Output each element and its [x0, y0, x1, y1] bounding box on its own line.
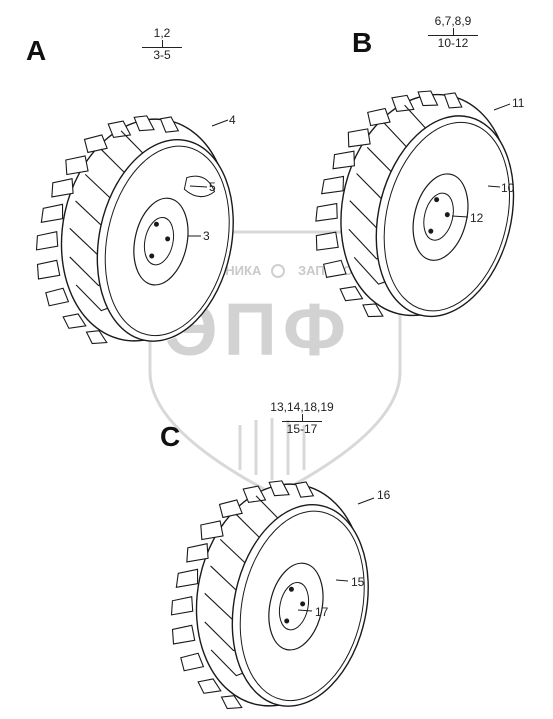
- group-c-fraction: 13,14,18,19 15-17: [262, 400, 342, 436]
- callout-11: 11: [512, 96, 525, 110]
- leader-lines: [188, 103, 511, 612]
- group-a-parts-top: 1,2: [153, 26, 171, 40]
- group-c-parts-top: 13,14,18,19: [270, 400, 334, 414]
- group-letter-c: C: [160, 421, 181, 452]
- tyre-b: [293, 66, 534, 344]
- callout-15: 15: [351, 575, 365, 589]
- group-a-fraction: 1,2 3-5: [142, 26, 182, 62]
- group-b-fraction: 6,7,8,9 10-12: [428, 14, 478, 50]
- callout-5: 5: [209, 180, 216, 194]
- group-a-parts-bottom: 3-5: [153, 48, 171, 62]
- group-letter-b: B: [352, 27, 373, 58]
- group-c-parts-bottom: 15-17: [286, 422, 318, 436]
- tyre-a: [17, 94, 251, 368]
- tyre-c: [152, 459, 386, 719]
- callout-3: 3: [203, 229, 210, 243]
- callout-4: 4: [229, 113, 236, 127]
- group-b-parts-top: 6,7,8,9: [434, 14, 472, 28]
- callout-16: 16: [377, 488, 391, 502]
- group-b-parts-bottom: 10-12: [437, 36, 469, 50]
- callout-10: 10: [501, 181, 515, 195]
- callout-17: 17: [315, 605, 329, 619]
- callout-12: 12: [470, 211, 484, 225]
- group-letter-a: A: [26, 35, 47, 66]
